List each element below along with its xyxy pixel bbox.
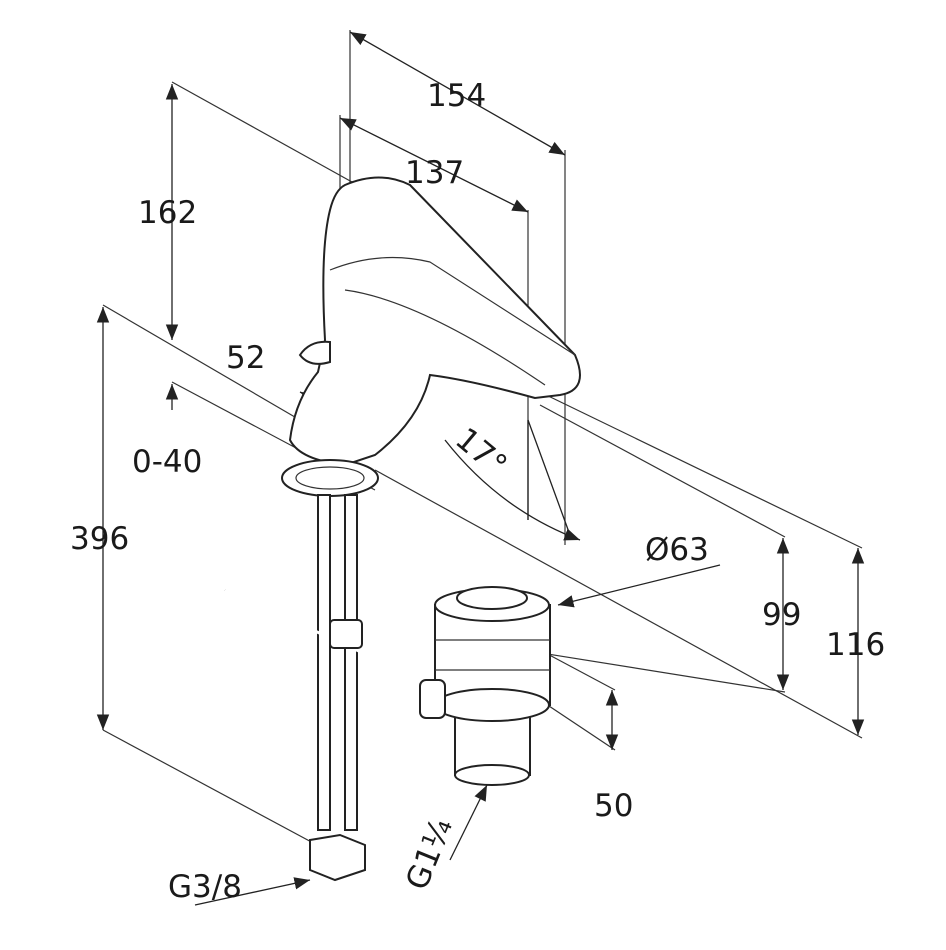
label-g3-8: G3/8 — [168, 869, 242, 905]
dimension-lines — [96, 31, 865, 906]
dim-17-degrees: 17° — [448, 421, 513, 484]
lever-handle — [298, 340, 331, 365]
waste-valve — [419, 586, 551, 786]
dim-154: 154 — [427, 78, 486, 114]
dim-52: 52 — [226, 340, 265, 376]
label-g1-1-4: G1¼ — [399, 813, 460, 895]
dim-50: 50 — [594, 788, 633, 824]
dim-0-40: 0-40 — [132, 444, 202, 480]
faucet-body — [281, 176, 581, 497]
dim-396: 396 — [70, 521, 129, 557]
dim-99: 99 — [762, 597, 801, 633]
dim-162: 162 — [138, 195, 197, 231]
dim-137: 137 — [405, 155, 464, 191]
dim-diameter-63: Ø63 — [645, 532, 709, 568]
supply-hoses — [224, 494, 441, 882]
dim-116: 116 — [826, 627, 885, 663]
supply-connector — [309, 833, 366, 882]
